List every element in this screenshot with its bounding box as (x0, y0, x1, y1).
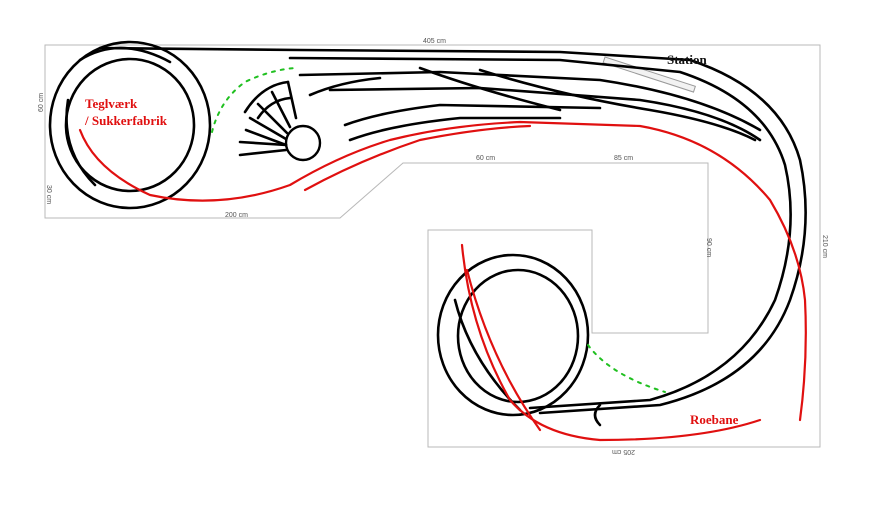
dim-notch-60: 60 cm (476, 155, 495, 162)
siding-5 (348, 116, 562, 142)
dim-notch-85: 85 cm (614, 155, 633, 162)
siding-1 (298, 70, 762, 132)
secondary-line (78, 120, 807, 442)
secondary-line-branch (303, 124, 532, 192)
roundhouse-stall-1 (286, 80, 298, 120)
main-line-top-inner (288, 56, 792, 410)
dim-left-lower: 30 cm (45, 185, 52, 204)
dim-inner-90: 90 cm (705, 238, 712, 257)
dim-top-length: 405 cm (423, 38, 446, 45)
lower-loop (436, 253, 602, 427)
dim-bottom-left: 200 cm (225, 212, 248, 219)
main-line (98, 46, 807, 415)
roundhouse-stall-4 (248, 116, 288, 141)
turntable-area (238, 80, 322, 162)
roundhouse-stall-7 (238, 148, 288, 157)
dim-right-210: 210 cm (821, 235, 828, 258)
secondary-line-left (78, 120, 807, 422)
siding-6 (418, 66, 562, 112)
roundhouse-stall-2 (270, 90, 292, 129)
siding-3 (308, 76, 382, 97)
roundhouse-stall-5 (244, 128, 288, 147)
planned-track-upper (211, 67, 296, 133)
roundhouse-stall-6 (238, 140, 288, 147)
brickworks-label: Teglværk (85, 96, 138, 111)
station-label: Station (667, 52, 708, 67)
main-line-top-outer (98, 46, 807, 415)
turntable-icon (284, 124, 322, 162)
lower-loop-bottom-arc (593, 403, 602, 427)
siding-4 (343, 103, 602, 127)
rowing-line-label: Roebane (690, 412, 739, 427)
secondary-line-lower-inner (465, 268, 542, 432)
lower-loop-outer-track (436, 253, 590, 417)
secondary-line-lower-outer (460, 243, 762, 442)
roundhouse-arc-outer (243, 80, 290, 114)
siding-2 (328, 86, 762, 142)
roundhouse-stall-3 (256, 102, 289, 135)
planned-track-lower (587, 344, 666, 393)
lower-loop-inner-track (456, 268, 580, 404)
dim-left-upper: 60 cm (38, 93, 45, 112)
sugar-factory-label: / Sukkerfabrik (84, 113, 168, 128)
left-loop-outer-track (48, 40, 212, 210)
siding-7 (478, 68, 757, 142)
dim-bottom-205: 205 cm (612, 448, 635, 455)
board-outline (44, 44, 821, 448)
roundhouse-arc-inner (256, 96, 292, 120)
left-loop-left-arc (65, 98, 97, 187)
